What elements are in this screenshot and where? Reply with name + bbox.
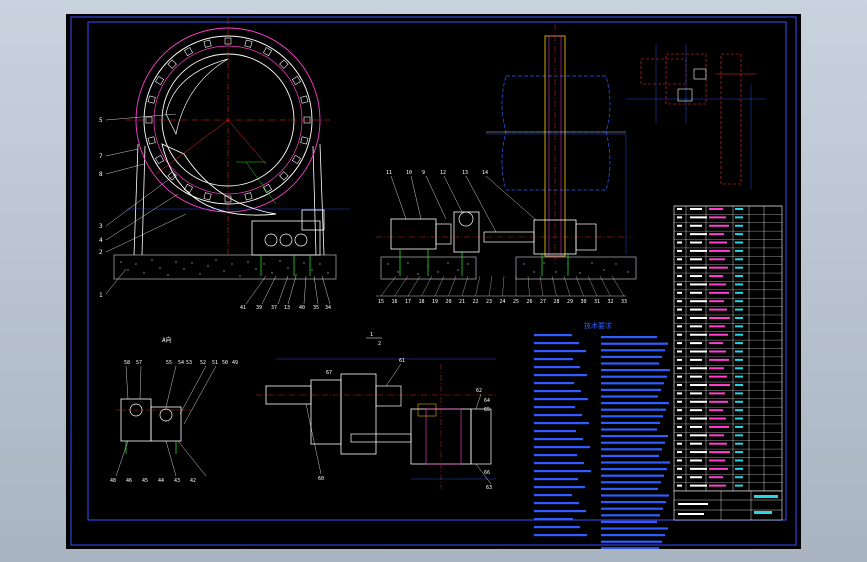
ratio-top: 1	[370, 332, 373, 338]
gear-ring	[143, 35, 313, 205]
svg-text:37: 37	[271, 305, 277, 311]
side-callout: 30	[581, 299, 587, 305]
a-callout: 51	[212, 360, 218, 366]
side-callout: 33	[621, 299, 627, 305]
svg-text:67: 67	[326, 370, 332, 376]
side-callout: 32	[608, 299, 614, 305]
callout-8: 8	[99, 171, 103, 178]
a-callout-bottom: 42	[190, 478, 196, 484]
callout-2: 2	[99, 249, 103, 256]
svg-text:39: 39	[256, 305, 262, 311]
side-callout: 17	[405, 299, 411, 305]
a-callout-bottom: 48	[110, 478, 116, 484]
callout-3: 3	[99, 223, 103, 230]
svg-text:65: 65	[484, 407, 490, 413]
a-callout-bottom: 43	[174, 478, 180, 484]
a-callout: 58	[124, 360, 130, 366]
callout-5: 5	[99, 117, 103, 124]
callout-1: 1	[99, 292, 103, 299]
side-bottom-callouts: 15 16 17 18 19 20 21 22 23 24 25 26 27 28 29 30 31 32 33	[378, 275, 627, 305]
front-bottom-callouts: 41 39 37 13 40 35 34	[240, 305, 331, 311]
svg-text:61: 61	[399, 358, 405, 364]
a-callout: 57	[136, 360, 142, 366]
drawing-sheet: 5 7 8 3 4 2 1 41 39 37 13 40 35 34	[66, 14, 801, 549]
svg-text:34: 34	[325, 305, 331, 311]
svg-text:62: 62	[476, 388, 482, 394]
a-callout: 52	[200, 360, 206, 366]
drive-gearbox	[251, 220, 321, 256]
foundation-block	[113, 254, 337, 280]
side-top-callouts: 11 10 9 12 13 14	[386, 170, 488, 176]
side-callout: 20	[446, 299, 452, 305]
a-callout: 49	[232, 360, 238, 366]
side-callout: 27	[540, 299, 546, 305]
side-callout: 18	[419, 299, 425, 305]
svg-text:64: 64	[484, 398, 490, 404]
side-callout: 24	[500, 299, 506, 305]
a-callout: 54	[178, 360, 184, 366]
svg-text:14: 14	[482, 170, 488, 176]
cad-drawing: 5 7 8 3 4 2 1 41 39 37 13 40 35 34	[70, 16, 797, 549]
svg-text:40: 40	[299, 305, 305, 311]
foundation-hatch	[120, 259, 329, 277]
a-callout: 55	[166, 360, 172, 366]
callout-4: 4	[99, 237, 103, 244]
side-callout: 21	[459, 299, 465, 305]
side-callout: 26	[527, 299, 533, 305]
svg-text:11: 11	[386, 170, 392, 176]
a-view-label: A向	[162, 336, 172, 344]
plan-callouts: 60 61 62 63 64 65 66 67	[318, 358, 492, 491]
side-callout: 15	[378, 299, 384, 305]
a-callout-bottom: 46	[126, 478, 132, 484]
callout-7: 7	[99, 153, 103, 160]
svg-text:35: 35	[313, 305, 319, 311]
a-callout-bottom: 45	[142, 478, 148, 484]
svg-text:41: 41	[240, 305, 246, 311]
side-callout: 22	[473, 299, 479, 305]
a-callout: 53	[186, 360, 192, 366]
svg-text:63: 63	[486, 485, 492, 491]
svg-text:9: 9	[422, 170, 425, 176]
detail-view	[626, 44, 766, 189]
front-view: 5 7 8 3 4 2 1 41 39 37 13 40 35 34	[99, 18, 350, 311]
side-view: 11 10 9 12 13 14 15 16 17 18 19 20 21 22 23 24 25 2…	[376, 24, 637, 305]
a-callout-bottom: 44	[158, 478, 164, 484]
title-block	[673, 490, 783, 521]
ratio-bottom: 2	[378, 341, 381, 347]
side-motor	[390, 218, 437, 250]
side-callout: 29	[567, 299, 573, 305]
svg-text:13: 13	[284, 305, 290, 311]
svg-text:13: 13	[462, 170, 468, 176]
bill-of-materials	[673, 205, 783, 492]
outer-frame	[70, 16, 797, 546]
svg-text:66: 66	[484, 470, 490, 476]
side-callout: 25	[513, 299, 519, 305]
detail-column	[720, 53, 742, 185]
svg-text:12: 12	[440, 170, 446, 176]
notes-title: 技术要求	[584, 321, 612, 330]
svg-text:10: 10	[406, 170, 412, 176]
plan-view: 1 2 60 61 62 63 64 65 66 67	[256, 332, 496, 491]
inner-frame	[87, 21, 787, 521]
side-callout: 31	[594, 299, 600, 305]
side-callout: 16	[392, 299, 398, 305]
side-callout: 19	[432, 299, 438, 305]
a-callout: 50	[222, 360, 228, 366]
side-callout: 23	[486, 299, 492, 305]
technical-notes: 技术要求	[534, 321, 670, 549]
svg-text:60: 60	[318, 476, 324, 482]
side-callout: 28	[554, 299, 560, 305]
